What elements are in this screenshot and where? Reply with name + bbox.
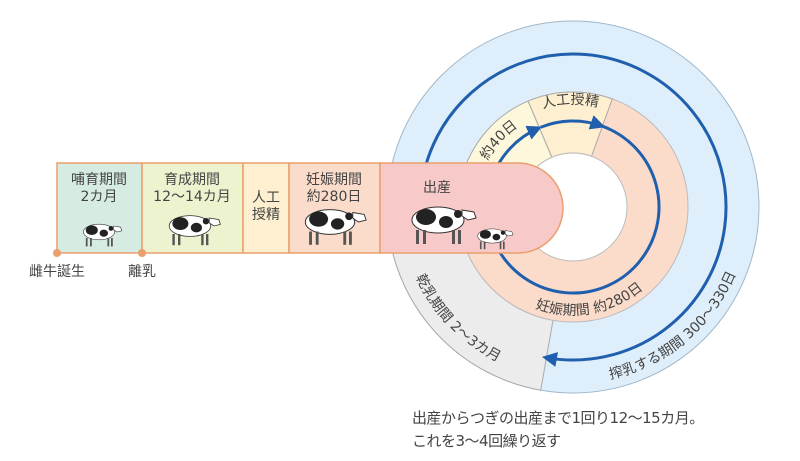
milestone-weaning: 離乳 [128,263,156,280]
milking-cycle-arrow [418,52,728,367]
stage-pregnancy-duration: 約280日 [307,189,362,205]
insemination-arrow [540,115,606,130]
cycle-note-line1: 出産からつぎの出産まで1回り12〜15カ月。 [412,409,704,427]
stage-nursing-title: 哺育期間 [71,172,127,188]
stage-birth [379,162,564,254]
stage-pregnancy [288,162,381,254]
stage-birth-title: 出産 [423,180,451,196]
stage-nursing-duration: 2カ月 [81,189,118,205]
stage-pregnancy-title: 妊娠期間 [306,172,362,188]
stage-insemination [242,162,290,254]
birth-milestone-dot [53,249,61,257]
stage-insemination-line2: 授精 [252,207,280,223]
stage-rearing-title: 育成期間 [164,172,220,188]
stage-rearing [141,162,244,254]
pregnancy-arrow [497,124,661,295]
weaning-milestone-dot [138,249,146,257]
stage-insemination-line1: 人工 [252,190,280,206]
milestone-birth: 雌牛誕生 [29,264,85,280]
cycle-note-line2: これを3〜4回繰り返す [412,432,561,450]
stage-rearing-duration: 12〜14カ月 [153,189,231,205]
